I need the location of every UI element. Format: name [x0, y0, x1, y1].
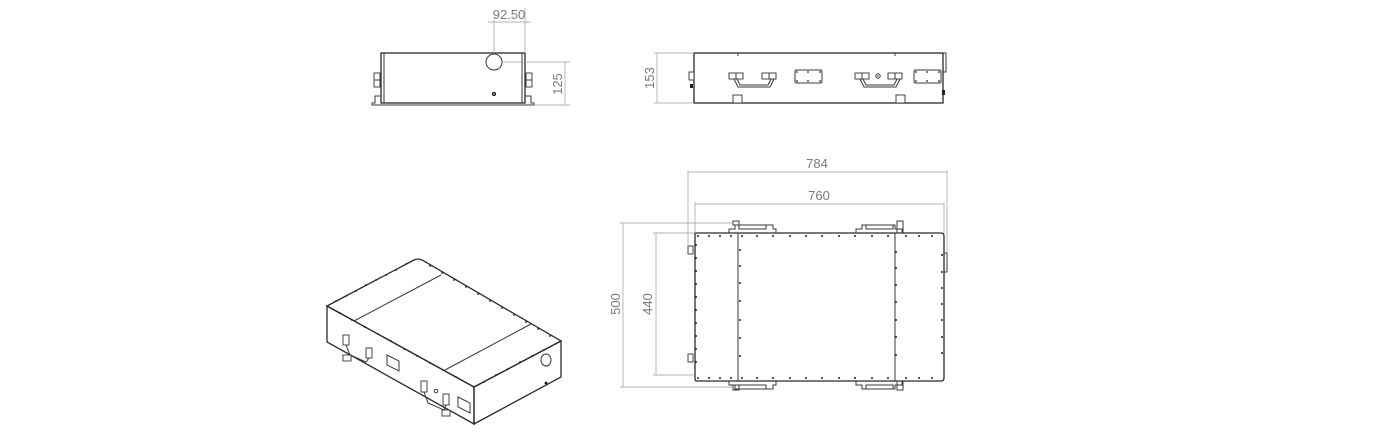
foot-icon — [895, 94, 906, 104]
isometric-view — [325, 258, 563, 426]
connector-panel-icon — [457, 396, 471, 414]
handle-icon — [855, 220, 904, 234]
handle-icon — [728, 72, 777, 88]
handle-icon — [728, 220, 777, 233]
dim-top-length-body: 760 — [808, 188, 830, 203]
connector-panel-icon — [386, 354, 400, 372]
latch-icon — [687, 353, 694, 363]
iso-side-face — [473, 339, 562, 426]
dim-end-offset: 92.50 — [493, 7, 526, 22]
foot-icon — [732, 94, 743, 104]
iso-front-face — [326, 304, 475, 426]
bolt-row — [695, 235, 943, 379]
port-circle-icon — [485, 53, 503, 71]
end-view-body — [380, 52, 526, 104]
dim-top-width-overall: 500 — [608, 293, 623, 315]
connector-panel-icon — [913, 69, 942, 84]
latch-icon — [687, 245, 694, 255]
port-circle-icon — [540, 353, 552, 367]
handle-icon — [854, 72, 903, 88]
handle-icon — [420, 380, 451, 417]
connector-panel-icon — [794, 69, 823, 84]
handle-icon — [728, 381, 777, 391]
top-view-body — [694, 232, 945, 382]
end-view: 92.50 125 — [371, 7, 570, 106]
dim-end-height: 125 — [550, 73, 565, 95]
latch-icon — [688, 71, 695, 81]
handle-icon — [855, 380, 904, 391]
dim-side-height: 153 — [642, 67, 657, 89]
bolt-icon — [544, 381, 548, 385]
top-view: 784 760 500 440 — [608, 156, 948, 391]
side-view: 153 — [642, 52, 947, 104]
handle-icon — [342, 334, 373, 363]
dim-top-length-overall: 784 — [806, 156, 828, 171]
iso-top-face — [325, 258, 563, 388]
dim-top-width-body: 440 — [640, 293, 655, 315]
